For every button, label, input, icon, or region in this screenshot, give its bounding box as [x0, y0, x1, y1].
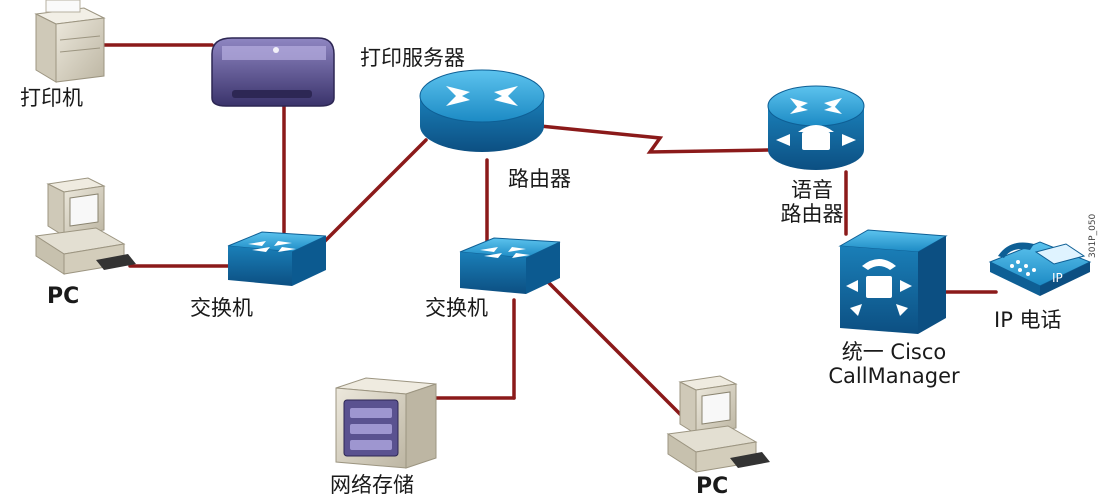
label-voice-router-line2: 路由器	[780, 202, 844, 227]
voice-router-icon	[767, 85, 865, 170]
callmanager-icon	[838, 229, 948, 334]
label-switch-left: 交换机	[190, 296, 253, 320]
label-pc-left: PC	[47, 284, 80, 309]
label-printer: 打印机	[20, 86, 83, 110]
switch-left-icon	[227, 231, 327, 286]
label-switch-mid: 交换机	[425, 296, 488, 320]
printer-icon	[34, 0, 106, 83]
links	[102, 43, 998, 420]
label-network-storage: 网络存储	[330, 473, 414, 497]
link-switch-mid-pc-bottom	[544, 278, 686, 420]
figure-code: 301P_050	[1088, 213, 1098, 258]
ip-phone-badge: IP	[1052, 271, 1063, 285]
link-router-voice-router	[538, 124, 770, 154]
label-router: 路由器	[508, 167, 571, 191]
label-voice-router: 语音 路由器	[760, 178, 864, 226]
storage-icon	[335, 377, 437, 469]
ip-phone-icon: IP	[988, 241, 1092, 296]
label-callmanager-line2: CallManager	[828, 364, 960, 389]
label-callmanager: 统一 Cisco CallManager	[816, 340, 972, 388]
pc-bottom-icon	[666, 375, 770, 473]
label-voice-router-line1: 语音	[791, 178, 833, 202]
link-switch-left-router	[320, 138, 428, 246]
label-print-server: 打印服务器	[360, 46, 465, 70]
label-ip-phone: IP 电话	[994, 308, 1062, 332]
router-icon	[419, 69, 545, 152]
print-server-icon	[211, 37, 335, 107]
label-callmanager-line1: 统一 Cisco	[841, 340, 947, 364]
pc-left-icon	[34, 177, 136, 275]
switch-mid-icon	[459, 237, 561, 294]
label-pc-bottom: PC	[696, 474, 729, 499]
